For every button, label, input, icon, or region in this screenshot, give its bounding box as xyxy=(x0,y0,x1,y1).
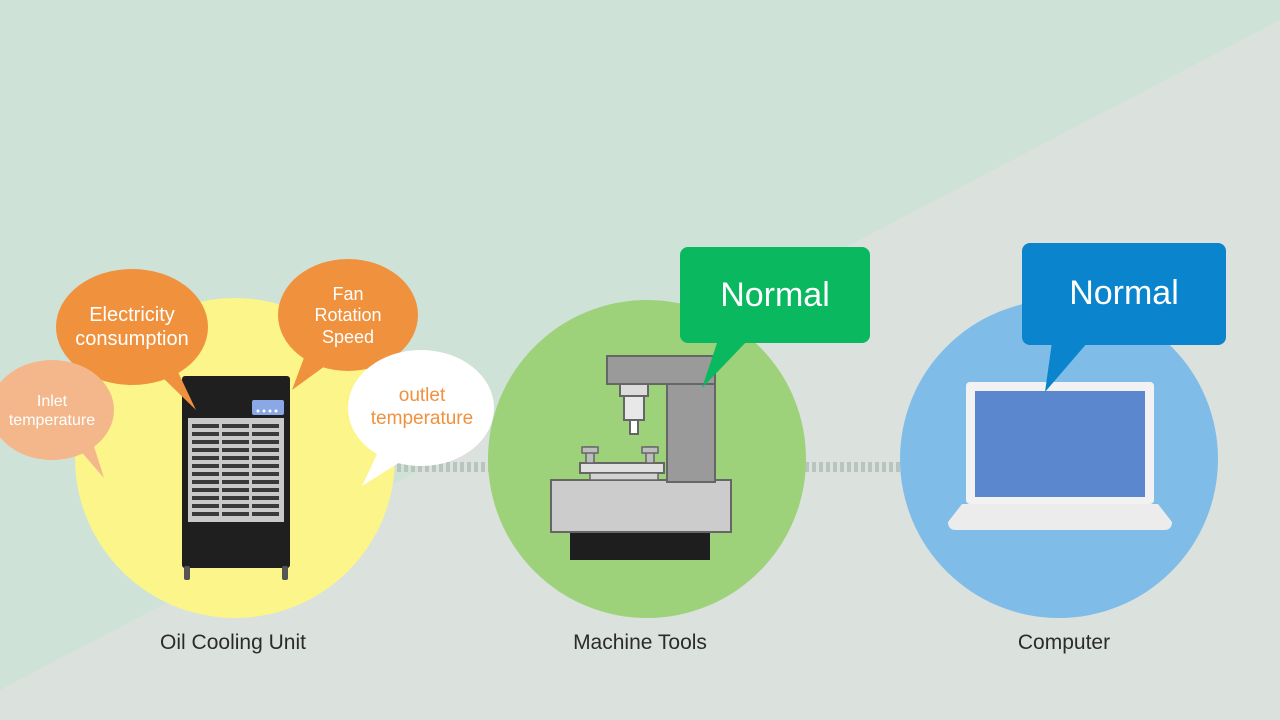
inlet-bubble-label: Inlet temperature xyxy=(8,392,96,429)
machine-tools-label: Machine Tools xyxy=(573,631,707,654)
vent-grille xyxy=(192,424,279,516)
computer-status-label: Normal xyxy=(1069,273,1179,312)
oil-cooling-unit-label: Oil Cooling Unit xyxy=(160,631,306,654)
machine-status-label: Normal xyxy=(720,275,830,314)
computer-label: Computer xyxy=(1017,631,1111,654)
electricity-bubble-label: Electricity consumption xyxy=(75,304,189,350)
outlet-bubble-label: outlet temperature xyxy=(370,385,474,429)
fan-bubble-label: Fan Rotation Speed xyxy=(314,283,382,347)
